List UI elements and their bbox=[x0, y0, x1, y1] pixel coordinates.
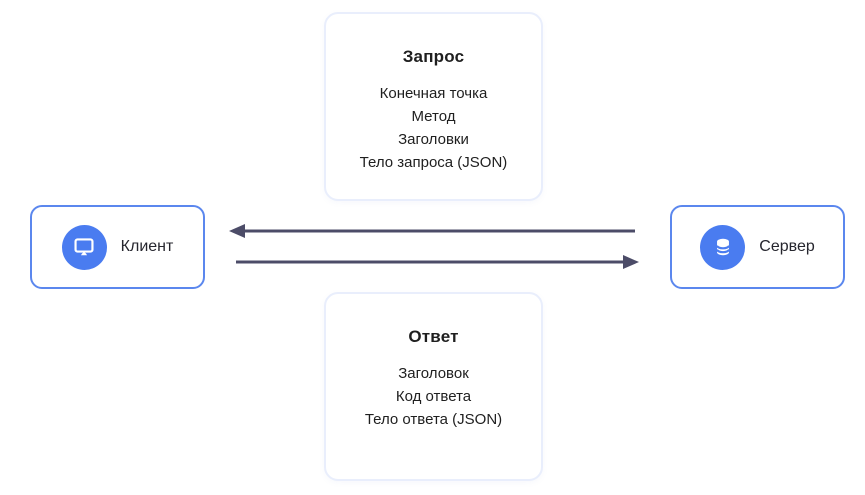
arrow-server-to-client bbox=[229, 224, 635, 238]
response-card-items: Заголовок Код ответа Тело ответа (JSON) bbox=[365, 362, 502, 431]
monitor-icon bbox=[61, 224, 107, 270]
request-card-title: Запрос bbox=[402, 47, 465, 66]
response-item-body: Тело ответа (JSON) bbox=[364, 411, 503, 428]
response-item-code: Код ответа bbox=[395, 388, 472, 405]
request-card-items: Конечная точка Метод Заголовки Тело запр… bbox=[360, 82, 508, 174]
request-item-headers: Заголовки bbox=[398, 131, 469, 148]
client-node-label: Клиент bbox=[120, 238, 174, 255]
request-card: Запрос Конечная точка Метод Заголовки Те… bbox=[324, 12, 543, 201]
client-node: Клиент bbox=[30, 205, 205, 289]
server-node: Сервер bbox=[670, 205, 845, 289]
response-card: Ответ Заголовок Код ответа Тело ответа (… bbox=[324, 292, 543, 481]
arrow-client-to-server bbox=[236, 255, 639, 269]
request-item-endpoint: Конечная точка bbox=[379, 85, 488, 102]
database-icon bbox=[700, 224, 746, 270]
response-card-title: Ответ bbox=[408, 327, 459, 346]
request-item-method: Метод bbox=[411, 108, 456, 125]
request-item-body: Тело запроса (JSON) bbox=[359, 154, 508, 171]
response-item-header: Заголовок bbox=[398, 365, 469, 382]
server-node-label: Сервер bbox=[759, 238, 815, 255]
